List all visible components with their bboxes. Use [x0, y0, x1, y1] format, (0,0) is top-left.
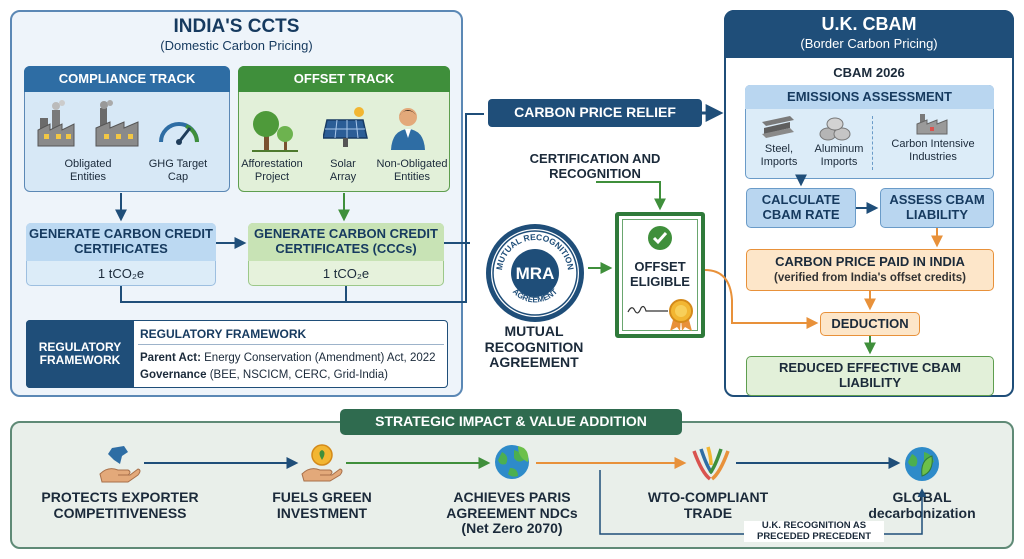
tree-icon	[252, 111, 298, 152]
person-icon	[391, 108, 425, 150]
impact-item-wto-trade: WTO-COMPLIANT TRADE	[647, 489, 769, 521]
carbon-price-paid-sub: (verified from India's offset credits)	[774, 272, 966, 284]
globe-leaf-icon	[495, 445, 529, 479]
impact-item-protects-exporter: PROTECTS EXPORTER COMPETITIVENESS	[41, 489, 199, 521]
factory-icon	[37, 100, 75, 147]
factory-icon	[916, 114, 948, 135]
certification-recognition-label: CERTIFICATION AND RECOGNITION	[529, 151, 661, 181]
steel-imports-label: Steel, Imports	[760, 143, 798, 168]
governance-label: Governance	[140, 369, 207, 381]
carbon-price-relief-banner: CARBON PRICE RELIEF	[488, 99, 702, 127]
hand-map-icon	[99, 446, 141, 483]
governance-line: Governance (BEE, NSCICM, CERC, Grid-Indi…	[140, 369, 388, 381]
steel-beam-icon	[762, 116, 794, 138]
obligated-entities-label: Obligated Entities	[64, 158, 112, 183]
certificate-inner-border	[622, 219, 698, 331]
afforestation-project-label: Afforestation Project	[241, 158, 303, 183]
impact-item-green-investment: FUELS GREEN INVESTMENT	[272, 489, 372, 521]
assess-cbam-liability-box: ASSESS CBAM LIABILITY	[880, 188, 994, 228]
carbon-intensive-industries-label: Carbon Intensive Industries	[891, 138, 975, 163]
globe-leaf-icon	[905, 447, 939, 481]
gauge-icon	[159, 122, 199, 145]
impact-item-global-decarb: GLOBAL decarbonization	[868, 489, 976, 521]
mra-seal-icon: MUTUAL RECOGNITION AGREEMENT MRA	[486, 224, 584, 322]
governance-value: (BEE, NSCICM, CERC, Grid-India)	[209, 369, 388, 381]
impact-item-paris-ndcs: ACHIEVES PARIS AGREEMENT NDCs (Net Zero …	[446, 489, 578, 537]
generate-ccc-right-unit: 1 tCO₂e	[322, 266, 370, 281]
regulatory-framework-side-label: REGULATORY FRAMEWORK	[26, 320, 134, 388]
uk-subtitle: (Border Carbon Pricing)	[800, 36, 938, 51]
solar-panel-icon	[323, 107, 368, 147]
generate-ccc-left-unit: 1 tCO₂e	[97, 266, 145, 281]
wto-logo-icon	[692, 446, 730, 481]
calculate-cbam-rate-box: CALCULATE CBAM RATE	[746, 188, 856, 228]
regulatory-framework-header: REGULATORY FRAMEWORK	[140, 327, 307, 341]
signature-icon	[627, 305, 668, 314]
strategic-impact-title: STRATEGIC IMPACT & VALUE ADDITION	[340, 409, 682, 435]
india-subtitle: (Domestic Carbon Pricing)	[160, 38, 313, 53]
parent-act-label: Parent Act:	[140, 352, 201, 364]
solar-array-label: Solar Array	[329, 158, 357, 183]
ghg-target-cap-label: GHG Target Cap	[148, 158, 208, 183]
award-ribbon-icon	[669, 299, 693, 331]
uk-precedent-label: U.K. RECOGNITION AS PRECEDED PRECEDENT	[744, 520, 884, 543]
aluminum-ingot-icon	[819, 117, 851, 141]
deduction-box: DEDUCTION	[820, 312, 920, 336]
mra-seal-center-text: MRA	[516, 264, 555, 283]
uk-cbam-header-bg	[724, 10, 1014, 58]
generate-ccc-right-title: GENERATE CARBON CREDIT CERTIFICATES (CCC…	[248, 223, 444, 261]
mutual-recognition-agreement-caption: MUTUAL RECOGNITION AGREEMENT	[484, 323, 584, 371]
badge-check-icon	[648, 226, 672, 250]
reduced-cbam-liability-box: REDUCED EFFECTIVE CBAM LIABILITY	[746, 356, 994, 396]
non-obligated-entities-label: Non-Obligated Entities	[376, 158, 448, 183]
parent-act-value: Energy Conservation (Amendment) Act, 202…	[204, 352, 436, 364]
offset-eligible-text: OFFSET ELIGIBLE	[630, 259, 690, 289]
emissions-assessment-header: EMISSIONS ASSESSMENT	[745, 85, 994, 109]
factory-icon	[95, 100, 139, 147]
carbon-price-paid-title: CARBON PRICE PAID IN INDIA	[775, 254, 965, 269]
india-title: INDIA'S CCTS	[173, 16, 300, 37]
regulatory-divider	[138, 344, 444, 345]
hand-coin-icon	[301, 444, 343, 482]
uk-title: U.K. CBAM	[821, 14, 917, 34]
parent-act-line: Parent Act: Energy Conservation (Amendme…	[140, 352, 436, 364]
compliance-track-header: COMPLIANCE TRACK	[24, 66, 230, 92]
offset-track-header: OFFSET TRACK	[238, 66, 450, 92]
aluminum-imports-label: Aluminum Imports	[814, 143, 864, 168]
emissions-divider	[872, 116, 873, 170]
generate-ccc-left-title: GENERATE CARBON CREDIT CERTIFICATES	[26, 223, 216, 261]
cbam-2026-label: CBAM 2026	[833, 65, 905, 80]
